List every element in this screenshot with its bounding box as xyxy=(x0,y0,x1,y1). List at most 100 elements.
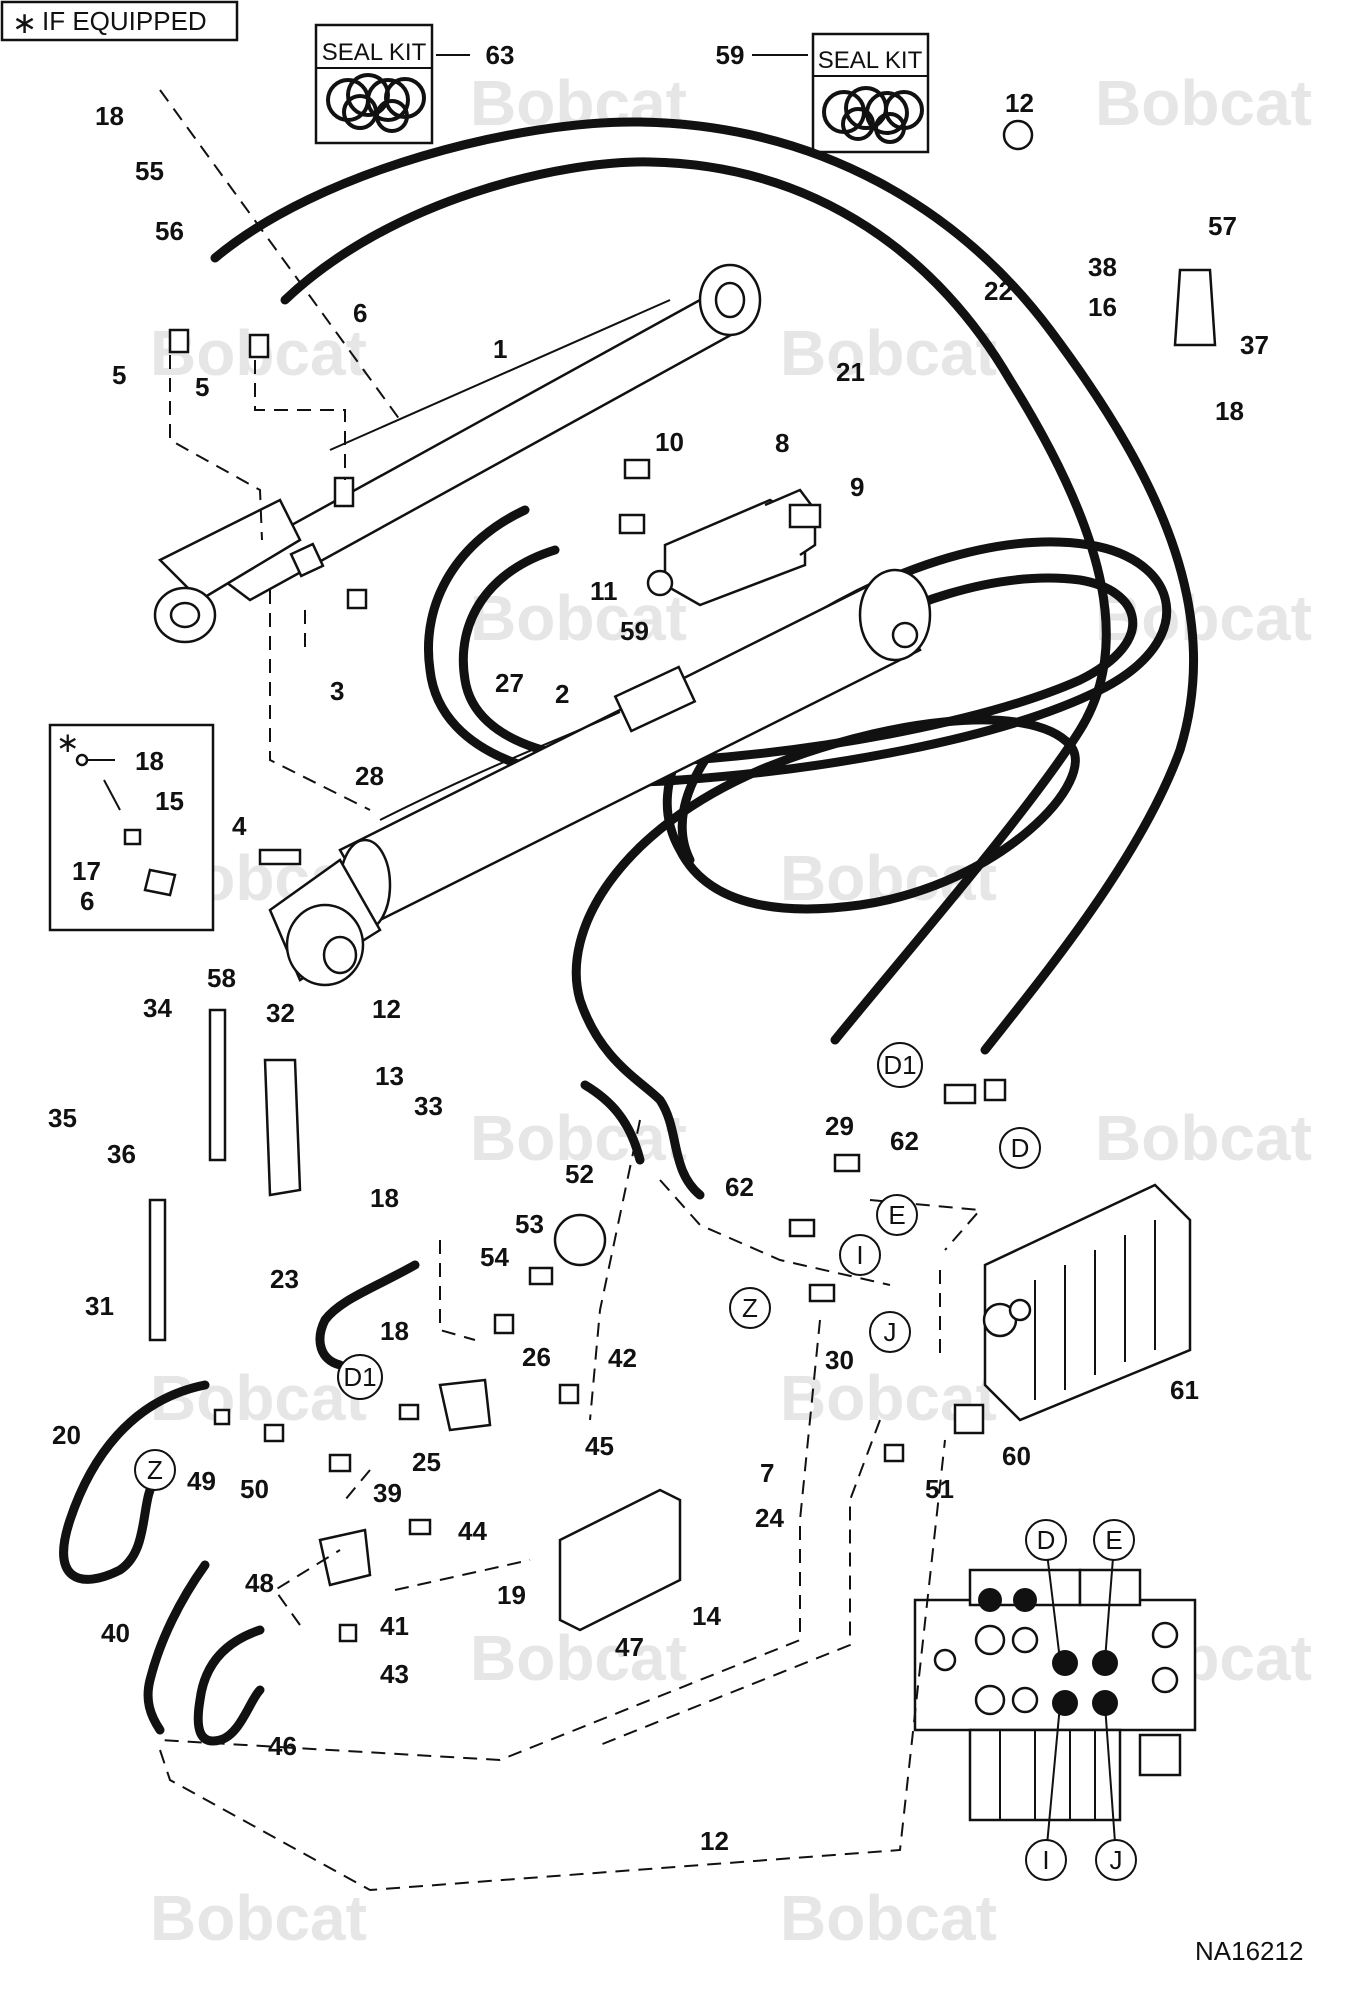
tag-i-mid: I xyxy=(839,1234,881,1276)
tag-z-low: Z xyxy=(134,1449,176,1491)
watermark: Bobcat xyxy=(150,1362,367,1434)
part-label: 19 xyxy=(497,1580,526,1610)
part-label: 20 xyxy=(52,1420,81,1450)
valve-bank-61 xyxy=(982,1183,1192,1422)
part-label: 56 xyxy=(155,216,184,246)
tag-d-valve: D xyxy=(1025,1519,1067,1561)
part-label: 42 xyxy=(608,1343,637,1373)
part-label: 18 xyxy=(370,1183,399,1213)
o-rings-icon xyxy=(822,86,924,144)
part-label: 59 xyxy=(620,616,649,646)
part-label: 61 xyxy=(1170,1375,1199,1405)
watermarks: Bobcat Bobcat Bobcat Bobcat Bobcat Bobca… xyxy=(150,67,1312,1954)
tag-d-top: D xyxy=(999,1127,1041,1169)
fittings xyxy=(168,119,1034,1643)
cylinder-2 xyxy=(268,568,932,987)
part-label: 39 xyxy=(373,1478,402,1508)
tag-label: D1 xyxy=(883,1050,916,1080)
watermark: Bobcat xyxy=(780,1882,997,1954)
tag-label: I xyxy=(856,1240,863,1270)
part-label: 49 xyxy=(187,1466,216,1496)
part-label: 53 xyxy=(515,1209,544,1239)
part-label: 14 xyxy=(692,1601,721,1631)
part-label: 30 xyxy=(825,1345,854,1375)
part-label: 50 xyxy=(240,1474,269,1504)
seal-kit-59: SEAL KIT 59 xyxy=(716,32,930,154)
part-label: 41 xyxy=(380,1611,409,1641)
part-label: 18 xyxy=(1215,396,1244,426)
watermark: Bobcat xyxy=(470,582,687,654)
part-label: 36 xyxy=(107,1139,136,1169)
tag-e-valve: E xyxy=(1093,1519,1135,1561)
seal-kit-label: SEAL KIT xyxy=(322,39,427,66)
part-label: 25 xyxy=(412,1447,441,1477)
watermark: Bobcat xyxy=(1095,1102,1312,1174)
part-label: 29 xyxy=(825,1111,854,1141)
part-label: 43 xyxy=(380,1659,409,1689)
part-label: 6 xyxy=(353,298,367,328)
part-label: 7 xyxy=(760,1458,774,1488)
valve-bank-detail xyxy=(913,1544,1197,1857)
part-label: 34 xyxy=(143,993,172,1023)
part-label: 6 xyxy=(80,886,94,916)
watermark: Bobcat xyxy=(470,1622,687,1694)
tag-i-valve: I xyxy=(1025,1839,1067,1881)
brackets xyxy=(148,268,1217,1632)
part-label: 48 xyxy=(245,1568,274,1598)
part-label: 55 xyxy=(135,156,164,186)
o-rings-icon xyxy=(326,73,426,133)
part-label: 11 xyxy=(590,576,618,606)
if-equipped-legend: ∗ IF EQUIPPED xyxy=(0,0,239,42)
part-label: 38 xyxy=(1088,252,1117,282)
asterisk-icon: ∗ xyxy=(56,727,79,758)
tag-d1-top: D1 xyxy=(877,1042,923,1088)
part-label: 45 xyxy=(585,1431,614,1461)
part-label: 12 xyxy=(372,994,401,1024)
part-label: 54 xyxy=(480,1242,509,1272)
part-label: 26 xyxy=(522,1342,551,1372)
if-equipped-inset: ∗ xyxy=(48,723,215,932)
part-label: 18 xyxy=(380,1316,409,1346)
watermark: Bobcat xyxy=(150,1882,367,1954)
part-label: 62 xyxy=(725,1172,754,1202)
tag-label: E xyxy=(1105,1525,1122,1555)
tag-label: D xyxy=(1037,1525,1056,1555)
drawing-number: NA16212 xyxy=(1195,1936,1303,1966)
part-label: 5 xyxy=(112,360,126,390)
part-label: 3 xyxy=(330,676,344,706)
long-hoses-21-22 xyxy=(210,117,1199,1055)
part-label: 17 xyxy=(72,856,101,886)
watermark: Bobcat xyxy=(470,1102,687,1174)
legend-text: IF EQUIPPED xyxy=(42,6,207,36)
seal-kit-label: SEAL KIT xyxy=(818,47,923,74)
part-label: 37 xyxy=(1240,330,1269,360)
cylinder-1 xyxy=(153,263,762,644)
seal-kit-63: SEAL KIT 63 xyxy=(314,23,515,145)
part-label: 23 xyxy=(270,1264,299,1294)
part-label: 1 xyxy=(493,334,507,364)
tag-label: Z xyxy=(742,1293,758,1323)
part-label: 22 xyxy=(984,276,1013,306)
connection-tags: D1 D E I Z J D1 Z xyxy=(134,1042,1137,1881)
part-label: 27 xyxy=(495,668,524,698)
part-label: 44 xyxy=(458,1516,487,1546)
part-labels: 1 2 3 4 5 5 6 6 7 8 9 10 11 12 12 12 13 … xyxy=(48,88,1269,1856)
part-label: 21 xyxy=(836,357,865,387)
part-label: 63 xyxy=(486,40,515,70)
part-label: 24 xyxy=(755,1503,784,1533)
tag-label: D xyxy=(1011,1133,1030,1163)
part-label: 52 xyxy=(565,1159,594,1189)
part-label: 4 xyxy=(232,811,247,841)
part-label: 60 xyxy=(1002,1441,1031,1471)
part-label: 59 xyxy=(716,40,745,70)
part-label: 18 xyxy=(95,101,124,131)
lower-hoses xyxy=(59,1080,645,1746)
tag-z-mid: Z xyxy=(729,1287,771,1329)
tag-e-mid: E xyxy=(876,1194,918,1236)
tag-label: J xyxy=(884,1317,897,1347)
part-label: 16 xyxy=(1088,292,1117,322)
part-label: 12 xyxy=(700,1826,729,1856)
tag-d1-low: D1 xyxy=(337,1354,383,1400)
dashed-leaders xyxy=(159,89,983,1892)
